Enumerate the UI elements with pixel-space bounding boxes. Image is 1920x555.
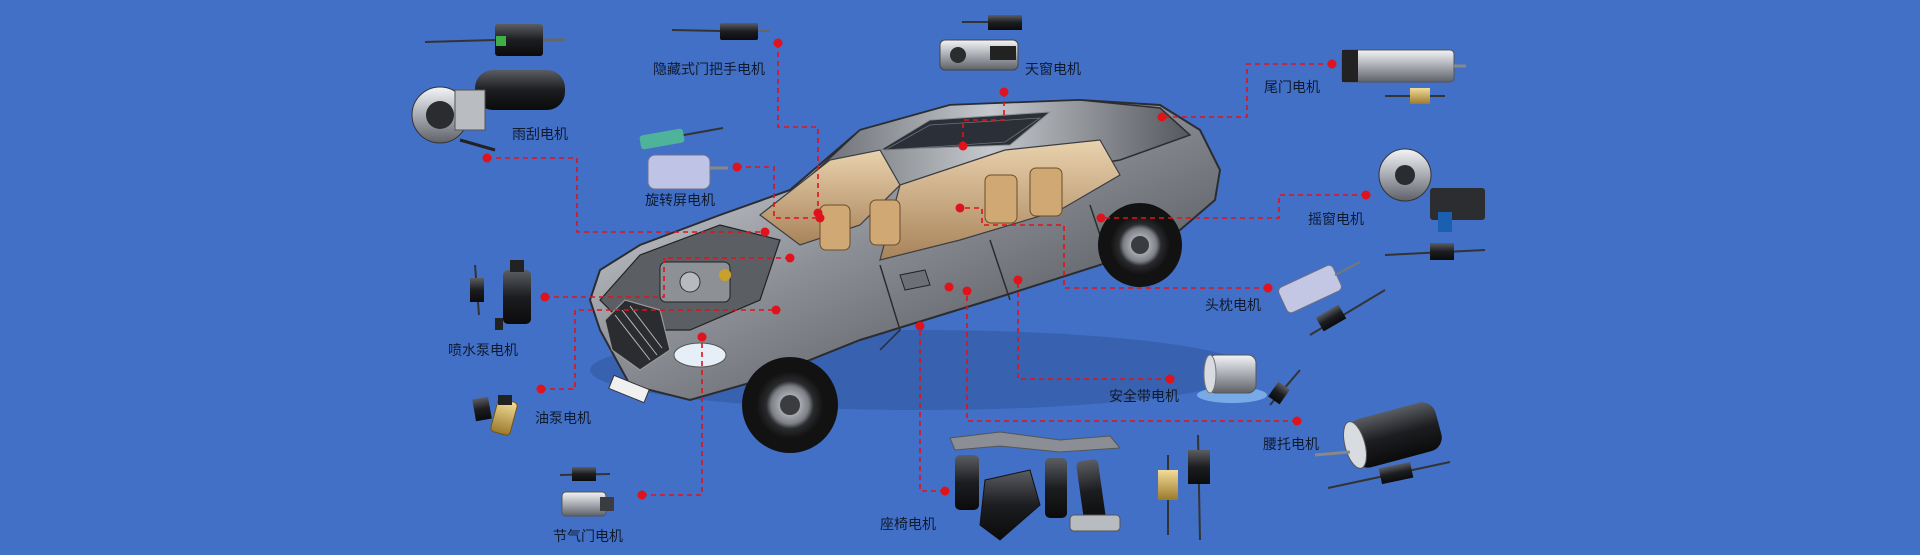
leader-line-throttle: [642, 337, 703, 496]
dot-rotating-screen-car: [815, 213, 825, 223]
leader-line-seatbelt: [1017, 280, 1170, 380]
label-lumbar-motor: 腰托电机: [1263, 437, 1319, 453]
dot-seatbelt-motor: [1165, 374, 1175, 384]
label-washer-pump-motor: 喷水泵电机: [448, 343, 518, 359]
leader-line-window-lift: [1101, 194, 1366, 219]
dot-fuel-motor: [536, 384, 546, 394]
tailgate-motor-image: [1341, 49, 1466, 104]
dot-throttle-motor: [637, 490, 647, 500]
leader-line-lumbar: [966, 291, 1297, 422]
label-seatbelt-motor: 安全带电机: [1109, 389, 1179, 405]
dot-hidden-handle-motor: [773, 38, 783, 48]
dot-body-center: [944, 282, 954, 292]
sunroof-motor-image: [939, 15, 1022, 71]
label-tailgate-motor: 尾门电机: [1264, 80, 1320, 96]
dot-lumbar-motor: [1292, 416, 1302, 426]
label-fuel-pump-motor: 油泵电机: [535, 411, 591, 427]
label-hidden-handle-motor: 隐藏式门把手电机: [653, 62, 765, 78]
window-lift-motor-image: [1378, 148, 1486, 260]
throttle-motor-image: [559, 467, 614, 517]
leader-line-rotating-screen: [737, 166, 820, 219]
dot-engine-center: [697, 332, 707, 342]
dot-rotating-screen-motor: [732, 162, 742, 172]
dot-headrest-motor: [1263, 283, 1273, 293]
leader-line-hidden-handle: [777, 43, 819, 213]
dot-fuel-car: [771, 305, 781, 315]
dot-seat-motor: [940, 486, 950, 496]
dot-wiper-car: [760, 227, 770, 237]
dot-washer-car: [785, 253, 795, 263]
label-sunroof-motor: 天窗电机: [1025, 62, 1081, 78]
dot-window-lift-car: [1096, 213, 1106, 223]
dot-tailgate-car: [1157, 112, 1167, 122]
leader-line-sunroof: [962, 92, 1005, 146]
label-throttle-motor: 节气门电机: [553, 529, 623, 545]
hidden-handle-motor-image: [671, 23, 770, 40]
label-window-lift-motor: 摇窗电机: [1308, 212, 1364, 228]
dot-washer-motor: [540, 292, 550, 302]
front-wheel: [742, 357, 838, 453]
leader-line-seat: [919, 326, 945, 492]
dot-seatbelt-car: [1013, 275, 1023, 285]
dot-tailgate-motor: [1327, 59, 1337, 69]
label-rotating-screen-motor: 旋转屏电机: [645, 193, 715, 209]
label-wiper-motor: 雨刮电机: [512, 127, 568, 143]
leader-line-wiper: [487, 157, 765, 233]
leader-line-fuel-pump: [541, 309, 776, 390]
seat-motor-image: [949, 431, 1210, 541]
lumbar-motor-image: [1314, 402, 1451, 489]
leader-lines: [487, 43, 1366, 496]
dot-lumbar-car: [962, 286, 972, 296]
connection-dots: [482, 38, 1371, 500]
leader-line-tailgate: [1162, 63, 1332, 118]
washer-pump-motor-image: [470, 260, 531, 330]
headrest-motor-image: [1278, 261, 1386, 336]
leader-line-headrest: [960, 207, 1268, 289]
dot-window-lift-motor: [1361, 190, 1371, 200]
car-cutaway-illustration: [588, 98, 1250, 453]
label-seat-motor: 座椅电机: [880, 517, 936, 533]
label-headrest-motor: 头枕电机: [1205, 298, 1261, 314]
fuel-pump-motor-image: [472, 395, 518, 436]
leader-line-washer-pump: [545, 257, 790, 298]
dot-sunroof-car: [958, 141, 968, 151]
wiper-motor-image: [411, 24, 565, 152]
rear-wheel: [1098, 203, 1182, 287]
rotating-screen-motor-image: [639, 127, 728, 190]
dot-seat-car: [915, 321, 925, 331]
dot-headrest-car: [955, 203, 965, 213]
seatbelt-motor-image: [1197, 354, 1301, 406]
dot-sunroof-motor: [999, 87, 1009, 97]
dot-wiper-motor: [482, 153, 492, 163]
